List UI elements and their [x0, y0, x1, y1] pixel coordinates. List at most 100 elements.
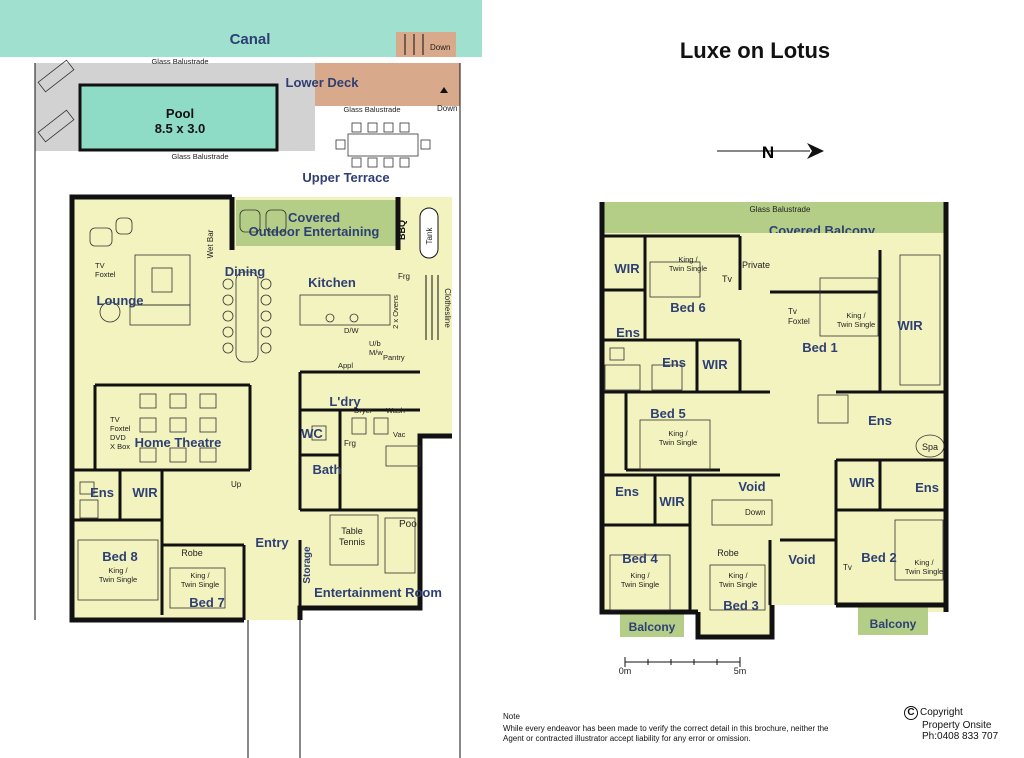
scale-bar: 0m 5m	[619, 657, 747, 676]
stair-arrow	[440, 87, 448, 93]
bed2-label: Bed 2	[861, 550, 896, 565]
bed7-king: King /	[190, 571, 210, 580]
bed1-label: Bed 1	[802, 340, 837, 355]
ens-bed4-label: Ens	[615, 484, 639, 499]
bed6-label: Bed 6	[670, 300, 705, 315]
bed1-twin: Twin Single	[837, 320, 875, 329]
bed1-foxtel: Foxtel	[788, 317, 810, 326]
down-label-1: Down	[430, 43, 450, 52]
bed3-king: King /	[728, 571, 748, 580]
ovens-label: 2 x Ovens	[391, 295, 400, 329]
ground-floor-walls	[69, 194, 452, 623]
bed1-tv: Tv	[788, 307, 797, 316]
uf-robe-label: Robe	[717, 548, 739, 558]
wet-bar-label: Wet Bar	[206, 229, 215, 258]
gf-robe-label: Robe	[181, 548, 203, 558]
wir-bed5-label: WIR	[702, 357, 728, 372]
bed6-twin: Twin Single	[669, 264, 707, 273]
tennis-label: Tennis	[339, 537, 366, 547]
lounge-label: Lounge	[97, 293, 144, 308]
outdoor-entertaining-label: Outdoor Entertaining	[249, 224, 380, 239]
bed8-label: Bed 8	[102, 549, 137, 564]
ens-bed5-label: Ens	[662, 355, 686, 370]
lounge-tv: TV	[95, 261, 105, 270]
bed1-king: King /	[846, 311, 866, 320]
glass-balustrade-1: Glass Balustrade	[151, 57, 208, 66]
lower-deck-area	[315, 63, 460, 106]
bed2-tv: Tv	[843, 563, 852, 572]
lower-deck-label: Lower Deck	[286, 75, 360, 90]
wir-bed1-label: WIR	[897, 318, 923, 333]
covered-outdoor-area	[236, 200, 396, 246]
down-label-2: Down	[437, 104, 457, 113]
void-label-1: Void	[738, 479, 765, 494]
dw-label: D/W	[344, 326, 360, 335]
clothesline-label: Clothesline	[443, 288, 452, 328]
wir-bed2-label: WIR	[849, 475, 875, 490]
bed7-twin: Twin Single	[181, 580, 219, 589]
scale-start: 0m	[619, 666, 632, 676]
storage-label: Storage	[302, 546, 313, 584]
dryer-label: Dryer	[354, 406, 373, 415]
bed4-balcony	[620, 612, 684, 637]
ens-bed1-label: Ens	[868, 413, 892, 428]
wc-label: WC	[301, 426, 323, 441]
lounge-foxtel: Foxtel	[95, 270, 116, 279]
laundry-label: L'dry	[329, 394, 361, 409]
scale-end: 5m	[734, 666, 747, 676]
table-label: Table	[341, 526, 363, 536]
bed5-label: Bed 5	[650, 406, 685, 421]
note-heading: Note	[503, 712, 520, 721]
sun-loungers	[37, 59, 75, 143]
appl-label: Appl	[338, 361, 353, 370]
ens-bed6-label: Ens	[616, 325, 640, 340]
bed8-king: King /	[108, 566, 128, 575]
wash-label: Wash	[386, 406, 405, 415]
pool-label: Pool	[166, 106, 194, 121]
pool	[78, 83, 279, 152]
ht-tv: TV	[110, 415, 120, 424]
bed2-balcony	[858, 605, 928, 635]
gf-wir-label: WIR	[132, 485, 158, 500]
tank-label: Tank	[425, 227, 434, 245]
bed2-king: King /	[914, 558, 934, 567]
page-title: Luxe on Lotus	[679, 38, 831, 63]
copyright-icon: C	[904, 706, 918, 720]
copyright-line1: Copyright	[920, 707, 963, 718]
bed6-king: King /	[678, 255, 698, 264]
note-body: While every endeavor has been made to ve…	[503, 724, 829, 743]
ht-dvd: DVD	[110, 433, 126, 442]
bed5-king: King /	[668, 429, 688, 438]
bed2-balcony-label: Balcony	[870, 617, 917, 631]
entertainment-room-label: Entertainment Room	[314, 585, 442, 600]
uf-glass-balustrade: Glass Balustrade	[750, 205, 811, 214]
up-label: Up	[231, 480, 242, 489]
upper-floor-slab	[602, 233, 946, 637]
void-label-2: Void	[788, 552, 815, 567]
bed7-label: Bed 7	[189, 595, 224, 610]
bed8-twin: Twin Single	[99, 575, 137, 584]
kitchen-frg: Frg	[398, 272, 410, 281]
pool-size: 8.5 x 3.0	[155, 121, 206, 136]
ub-label: U/b	[369, 339, 381, 348]
ground-floor-internal-walls	[72, 370, 420, 620]
north-arrow: N	[717, 143, 824, 162]
pool-table-label: Pool	[399, 519, 419, 530]
bed3-label: Bed 3	[723, 598, 758, 613]
dining-label: Dining	[225, 264, 265, 279]
glass-balustrade-3: Glass Balustrade	[171, 152, 228, 161]
upper-floor-furniture	[604, 254, 945, 611]
ht-xbox: X Box	[110, 442, 130, 451]
wir-bed6-label: WIR	[614, 261, 640, 276]
bed4-label: Bed 4	[622, 551, 658, 566]
ht-foxtel: Foxtel	[110, 424, 131, 433]
spa-label: Spa	[922, 442, 938, 452]
mw-label: M/w	[369, 348, 383, 357]
laundry-frg: Frg	[344, 439, 356, 448]
wir-bed4-label: WIR	[659, 494, 685, 509]
vac-label: Vac	[393, 430, 406, 439]
bed6-tv: Tv	[722, 274, 732, 284]
bed3-twin: Twin Single	[719, 580, 757, 589]
